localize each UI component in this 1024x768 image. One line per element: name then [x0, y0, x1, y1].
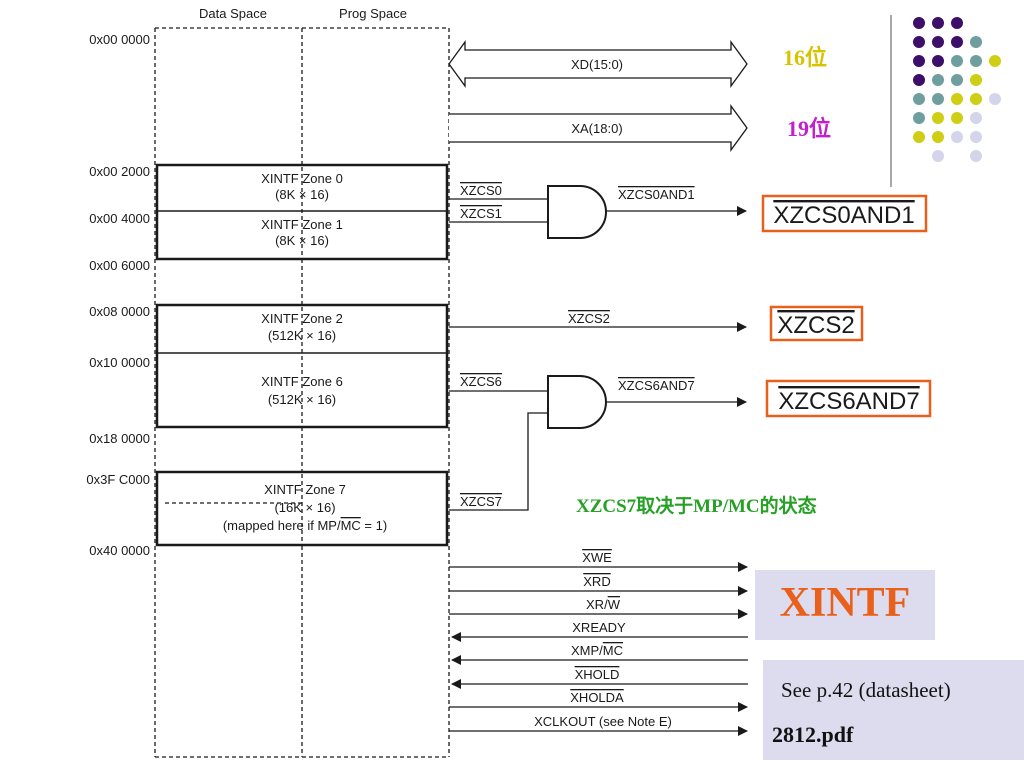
- xrd-signal: XRD: [583, 574, 610, 589]
- xready-signal: XREADY: [572, 620, 626, 635]
- xhold-signal: XHOLD: [575, 667, 620, 682]
- address-label: 0x3F C000: [86, 472, 150, 487]
- output-xzcs6and7: XZCS6AND7: [765, 379, 932, 418]
- and-gate-cs0-cs1: [449, 185, 747, 239]
- address-label: 0x08 0000: [89, 304, 150, 319]
- datasheet-reference-panel: See p.42 (datasheet) 2812.pdf: [763, 660, 1024, 760]
- data-bus-arrow: XD(15:0): [448, 40, 748, 88]
- zone-0-name: XINTF Zone 0: [261, 171, 343, 186]
- address-label: 0x00 4000: [89, 211, 150, 226]
- address-label: 0x18 0000: [89, 431, 150, 446]
- zone-2-6-block: XINTF Zone 2 (512K × 16) XINTF Zone 6 (5…: [155, 303, 449, 429]
- xintf-title: XINTF: [779, 580, 911, 626]
- xwe-signal: XWE: [582, 550, 612, 565]
- xzcs6and7-signal: XZCS6AND7: [618, 378, 695, 393]
- zone-7-name: XINTF Zone 7: [264, 482, 346, 497]
- control-signals: [449, 562, 748, 736]
- zone-7-note: (mapped here if MP/MC = 1): [223, 518, 387, 533]
- address-label: 0x10 0000: [89, 355, 150, 370]
- xzcs0-signal: XZCS0: [460, 183, 502, 198]
- decorative-dot-grid: [913, 17, 1001, 162]
- xzcs2-signal: XZCS2: [568, 311, 610, 326]
- xzcs1-signal: XZCS1: [460, 206, 502, 221]
- zone-7-size: (16K × 16): [274, 500, 335, 515]
- address-label: 0x00 2000: [89, 164, 150, 179]
- xclkout-signal: XCLKOUT (see Note E): [534, 714, 672, 729]
- datasheet-page-reference: See p.42 (datasheet): [781, 678, 951, 702]
- data-width-annotation: 16位: [783, 45, 828, 70]
- output-xzcs0and1: XZCS0AND1: [761, 194, 928, 233]
- zone-2-size: (512K × 16): [268, 328, 336, 343]
- data-bus-label: XD(15:0): [571, 57, 623, 72]
- address-label: 0x00 0000: [89, 32, 150, 47]
- xzcs0and1-signal: XZCS0AND1: [618, 187, 695, 202]
- output-xzcs6and7-label: XZCS6AND7: [778, 388, 919, 415]
- zone-6-size: (512K × 16): [268, 392, 336, 407]
- zone-0-size: (8K × 16): [275, 187, 329, 202]
- zone-1-size: (8K × 16): [275, 233, 329, 248]
- address-labels: 0x00 0000 0x00 2000 0x00 4000 0x00 6000 …: [86, 32, 150, 558]
- address-label: 0x40 0000: [89, 543, 150, 558]
- output-xzcs2-label: XZCS2: [777, 312, 854, 339]
- zone-0-1-block: XINTF Zone 0 (8K × 16) XINTF Zone 1 (8K …: [155, 163, 449, 261]
- xmpmc-signal: XMP/MC: [571, 643, 623, 658]
- zone-1-name: XINTF Zone 1: [261, 217, 343, 232]
- datasheet-filename: 2812.pdf: [772, 722, 854, 747]
- output-xzcs0and1-label: XZCS0AND1: [773, 202, 914, 229]
- address-label: 0x00 6000: [89, 258, 150, 273]
- xzcs6-signal: XZCS6: [460, 374, 502, 389]
- address-bus-label: XA(18:0): [571, 121, 622, 136]
- zone-2-name: XINTF Zone 2: [261, 311, 343, 326]
- xzcs7-dependency-note: XZCS7取决于MP/MC的状态: [576, 496, 817, 517]
- zone-7-block: XINTF Zone 7 (16K × 16) (mapped here if …: [155, 470, 449, 547]
- zone-6-name: XINTF Zone 6: [261, 374, 343, 389]
- xintf-title-panel: XINTF: [755, 570, 935, 640]
- xzcs7-signal: XZCS7: [460, 494, 502, 509]
- prog-space-header: Prog Space: [339, 6, 407, 21]
- and-gate-cs6-cs7: [449, 375, 747, 511]
- address-width-annotation: 19位: [787, 116, 832, 141]
- data-space-header: Data Space: [199, 6, 267, 21]
- xrw-signal: XR/W: [586, 597, 621, 612]
- address-bus-arrow: XA(18:0): [449, 104, 748, 152]
- output-xzcs2: XZCS2: [769, 305, 864, 342]
- xholda-signal: XHOLDA: [570, 690, 624, 705]
